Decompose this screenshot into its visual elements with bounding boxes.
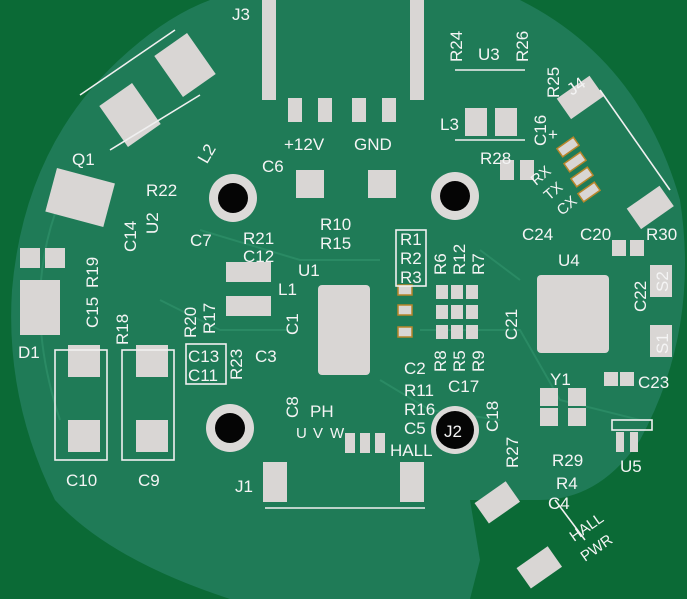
label-r11: R11	[404, 381, 434, 400]
label-r6: R6	[431, 253, 450, 275]
label-c1: C1	[283, 313, 302, 335]
label-r8: R8	[431, 350, 450, 372]
label-c4: C4	[548, 494, 570, 513]
label-r15: R15	[320, 234, 351, 253]
label-u2: U2	[143, 212, 162, 234]
label-c11: C11	[188, 366, 218, 385]
label-r16: R16	[404, 400, 435, 419]
label-hall: HALL	[390, 441, 433, 460]
label-r23: R23	[227, 349, 246, 380]
label-r9: R9	[469, 350, 488, 372]
label-r30: R30	[646, 225, 677, 244]
label-r22: R22	[146, 181, 177, 200]
label-q1: Q1	[72, 150, 95, 169]
label-ph: PH	[310, 402, 334, 421]
label-c3: C3	[255, 347, 277, 366]
label-u5: U5	[620, 457, 642, 476]
label-j2: J2	[444, 422, 462, 441]
label-v: V	[313, 425, 323, 442]
silkscreen-outlines	[54, 29, 671, 541]
label-r4: R4	[556, 474, 578, 493]
label-c10: C10	[66, 471, 97, 490]
label-r26: R26	[513, 31, 532, 62]
label-u4: U4	[558, 251, 580, 270]
label-c2: C2	[404, 359, 426, 378]
label-c18: C18	[483, 401, 502, 432]
label-c16: C16	[531, 115, 550, 146]
label-u3: U3	[478, 45, 500, 64]
label-c5: C5	[404, 419, 426, 438]
label-r12: R12	[450, 244, 469, 275]
label-c7: C7	[190, 231, 212, 250]
label-plus: +	[548, 125, 558, 144]
label-r3: R3	[400, 268, 422, 287]
label-r17: R17	[200, 303, 219, 334]
label-s2: S2	[653, 271, 672, 292]
label-w: W	[330, 425, 345, 442]
label-s1: S1	[653, 333, 672, 354]
label-c13: C13	[188, 347, 219, 366]
label-c14: C14	[121, 221, 140, 252]
label-c8: C8	[283, 396, 302, 418]
label-c9: C9	[138, 471, 160, 490]
label-r1: R1	[400, 230, 422, 249]
mounting-holes	[206, 172, 479, 454]
label-c21: C21	[502, 309, 521, 340]
label-u1: U1	[298, 261, 320, 280]
label-r10: R10	[320, 215, 351, 234]
label-r28: R28	[480, 149, 511, 168]
label-r19: R19	[83, 257, 102, 288]
label-r2: R2	[400, 249, 422, 268]
label-c15: C15	[83, 297, 102, 328]
label-c17: C17	[448, 377, 479, 396]
label-r21: R21	[243, 229, 274, 248]
label-c20: C20	[580, 225, 611, 244]
label-c22: C22	[631, 281, 650, 312]
label-r29: R29	[552, 451, 583, 470]
label-r18: R18	[113, 314, 132, 345]
label-y1: Y1	[550, 370, 571, 389]
label-gnd: GND	[354, 135, 392, 154]
label-j1: J1	[235, 477, 253, 496]
label-j3: J3	[232, 5, 250, 24]
label-r25: R25	[544, 67, 563, 98]
label-c23: C23	[638, 373, 669, 392]
label-r24: R24	[447, 31, 466, 62]
label-r5: R5	[450, 350, 469, 372]
label-r27: R27	[503, 437, 522, 468]
label-c12: C12	[243, 247, 274, 266]
label-c6: C6	[262, 157, 284, 176]
label-u: U	[296, 425, 307, 442]
label-l3: L3	[440, 115, 459, 134]
label-d1: D1	[18, 343, 40, 362]
label-l1: L1	[278, 280, 297, 299]
label-r7: R7	[469, 253, 488, 275]
label-c24: C24	[522, 225, 553, 244]
pads	[20, 0, 674, 589]
label-12v: +12V	[284, 135, 325, 154]
label-r20: R20	[181, 307, 200, 338]
